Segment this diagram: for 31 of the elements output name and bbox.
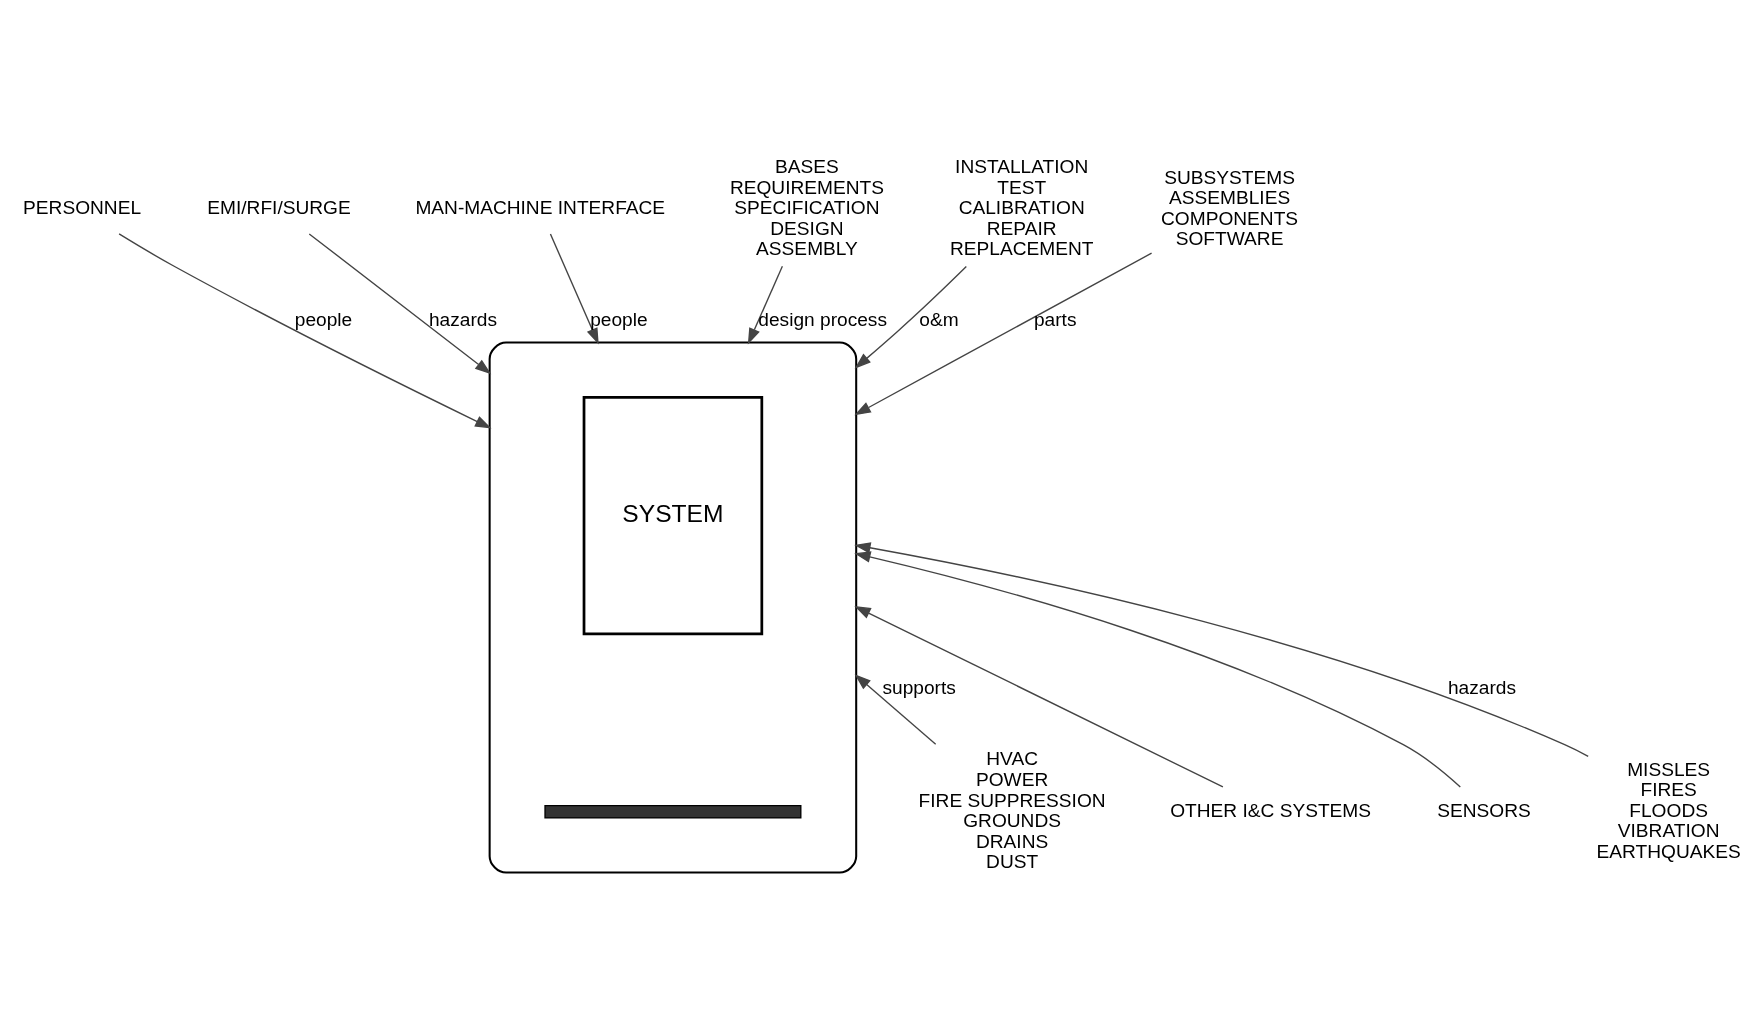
- arrow: [854, 251, 1153, 415]
- edge-label: o&m: [919, 308, 959, 330]
- node-box: SYSTEM: [582, 395, 764, 635]
- arrow: [854, 550, 1461, 788]
- arrow: [747, 265, 784, 344]
- arrow: [118, 232, 492, 428]
- node-bar: [544, 804, 802, 819]
- node-text: EMI/RFI/SURGE: [207, 196, 351, 218]
- edge-label: design process: [758, 308, 888, 330]
- node-text: MISSLES FIRES FLOODS VIBRATION EARTHQUAKES: [1596, 758, 1741, 862]
- node-text: HVAC POWER FIRE SUPPRESSION GROUNDS DRAINS DUST: [918, 747, 1106, 872]
- node-text: SENSORS: [1437, 799, 1531, 821]
- edge-label: people: [590, 308, 648, 330]
- arrow: [854, 265, 967, 369]
- arrow: [308, 232, 492, 374]
- node-text: SUBSYSTEMS ASSEMBLIES COMPONENTS SOFTWARE: [1161, 166, 1299, 249]
- arrow: [854, 541, 1589, 757]
- edge-label: parts: [1033, 308, 1077, 330]
- node-text: OTHER I&C SYSTEMS: [1170, 799, 1372, 821]
- node-text: MAN-MACHINE INTERFACE: [415, 196, 666, 218]
- edge-label: people: [294, 308, 353, 330]
- edge-label: hazards: [428, 308, 497, 330]
- node-text: BASES REQUIREMENTS SPECIFICATION DESIGN ASSEMBLY: [729, 155, 884, 259]
- arrow: [854, 673, 937, 745]
- arrow: [549, 232, 599, 344]
- cluster: [488, 341, 858, 874]
- edge-label: hazards: [1447, 676, 1516, 698]
- arrow: [854, 605, 1224, 788]
- edge-label: supports: [882, 676, 956, 698]
- node-text: INSTALLATION TEST CALIBRATION REPAIR REPLACEMENT: [949, 155, 1094, 259]
- node-text: PERSONNEL: [23, 196, 142, 218]
